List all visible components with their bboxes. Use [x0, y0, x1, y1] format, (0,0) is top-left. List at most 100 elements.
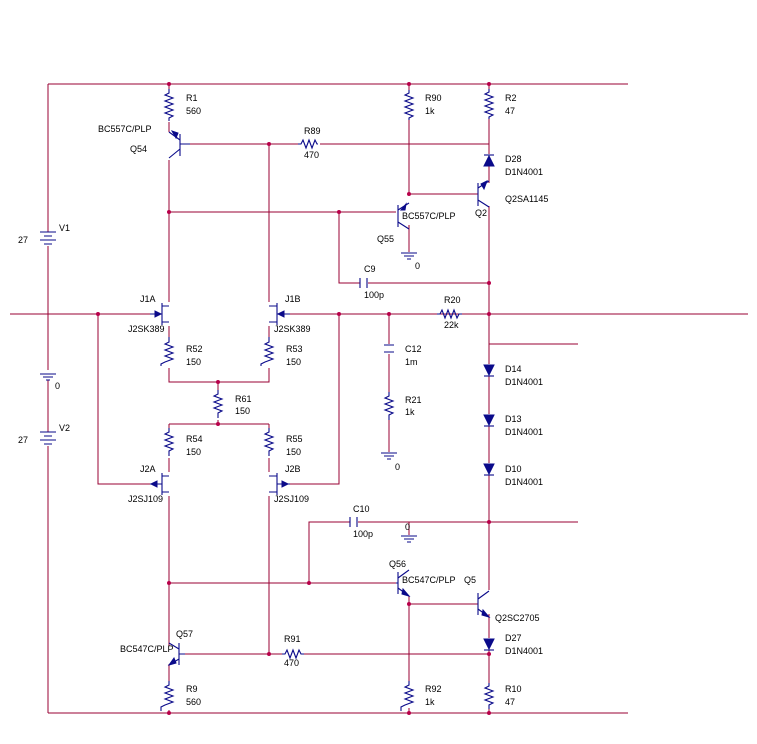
jfet-j2a: J2A J2SJ109 — [128, 464, 169, 504]
svg-text:BC557C/PLP: BC557C/PLP — [98, 124, 152, 134]
svg-text:R21: R21 — [405, 395, 422, 405]
capacitor-c12: C12 1m — [384, 344, 422, 367]
svg-text:R20: R20 — [444, 295, 461, 305]
svg-text:22k: 22k — [444, 320, 459, 330]
svg-text:V1: V1 — [59, 223, 70, 233]
transistor-q5: Q5 Q2SC2705 — [464, 575, 540, 623]
svg-text:560: 560 — [186, 106, 201, 116]
resistor-r91: R91 470 — [282, 634, 304, 668]
capacitor-c9: C9 100p — [359, 264, 384, 300]
resistor-r53: R53 150 — [260, 337, 303, 367]
ground-symbol-c10: 0 — [401, 522, 417, 543]
svg-text:R92: R92 — [425, 684, 442, 694]
svg-text:150: 150 — [286, 447, 301, 457]
svg-text:150: 150 — [286, 357, 301, 367]
svg-text:470: 470 — [284, 658, 299, 668]
svg-text:V2: V2 — [59, 423, 70, 433]
transistor-q54: BC557C/PLP Q54 — [98, 124, 190, 159]
svg-text:C9: C9 — [364, 264, 376, 274]
svg-text:560: 560 — [186, 697, 201, 707]
svg-text:D27: D27 — [505, 633, 522, 643]
svg-text:0: 0 — [395, 462, 400, 472]
diode-d28: D28 D1N4001 — [483, 154, 543, 177]
svg-text:470: 470 — [304, 150, 319, 160]
wires — [10, 83, 748, 714]
svg-text:D28: D28 — [505, 154, 522, 164]
svg-text:R55: R55 — [286, 434, 303, 444]
svg-text:R54: R54 — [186, 434, 203, 444]
svg-text:R52: R52 — [186, 344, 203, 354]
svg-text:27: 27 — [18, 235, 28, 245]
svg-text:J2SK389: J2SK389 — [128, 324, 165, 334]
svg-text:J2SJ109: J2SJ109 — [274, 494, 309, 504]
svg-text:BC557C/PLP: BC557C/PLP — [402, 211, 456, 221]
voltage-source-v1: V1 27 — [18, 223, 70, 245]
transistor-q55: BC557C/PLP Q55 — [377, 202, 456, 244]
svg-text:Q2SA1145: Q2SA1145 — [505, 194, 548, 204]
diode-d13: D13 D1N4001 — [483, 414, 543, 437]
svg-text:C10: C10 — [353, 504, 370, 514]
svg-text:R61: R61 — [235, 394, 252, 404]
svg-text:R90: R90 — [425, 93, 442, 103]
svg-text:D1N4001: D1N4001 — [505, 427, 543, 437]
svg-text:150: 150 — [235, 406, 250, 416]
diode-d10: D10 D1N4001 — [483, 463, 543, 487]
svg-text:J2SJ109: J2SJ109 — [128, 494, 163, 504]
svg-text:0: 0 — [415, 261, 420, 271]
ground-symbol-r21: 0 — [381, 452, 400, 472]
svg-text:R10: R10 — [505, 684, 522, 694]
resistor-r54: R54 150 — [163, 428, 203, 457]
svg-text:0: 0 — [405, 522, 410, 532]
svg-text:R89: R89 — [304, 126, 321, 136]
svg-text:Q5: Q5 — [464, 575, 476, 585]
resistor-r21: R21 1k — [383, 392, 422, 420]
svg-text:47: 47 — [505, 106, 515, 116]
svg-text:R9: R9 — [186, 684, 198, 694]
svg-text:100p: 100p — [353, 529, 373, 539]
svg-text:Q55: Q55 — [377, 234, 394, 244]
resistor-r20: R20 22k — [437, 295, 462, 330]
svg-text:R2: R2 — [505, 93, 517, 103]
svg-text:R1: R1 — [186, 93, 198, 103]
svg-text:47: 47 — [505, 697, 515, 707]
jfet-j1b: J1B J2SK389 — [269, 294, 311, 334]
svg-text:150: 150 — [186, 447, 201, 457]
diode-d27: D27 D1N4001 — [483, 633, 543, 656]
resistor-r52: R52 150 — [160, 337, 203, 367]
svg-text:Q2SC2705: Q2SC2705 — [495, 613, 540, 623]
svg-text:1m: 1m — [405, 357, 418, 367]
resistor-r55: R55 150 — [263, 428, 303, 457]
svg-text:J2B: J2B — [285, 464, 301, 474]
svg-text:D1N4001: D1N4001 — [505, 377, 543, 387]
svg-text:27: 27 — [18, 435, 28, 445]
jfet-j2b: J2B J2SJ109 — [269, 464, 309, 504]
svg-text:J2SK389: J2SK389 — [274, 324, 311, 334]
resistor-r89: R89 470 — [298, 126, 321, 160]
svg-text:C12: C12 — [405, 344, 422, 354]
resistor-r1: R1 560 — [163, 89, 201, 121]
svg-text:D14: D14 — [505, 364, 522, 374]
ground-symbol-q55: 0 — [401, 252, 420, 271]
ground-symbol-mid: 0 — [40, 373, 60, 391]
resistor-r9: R9 560 — [160, 681, 201, 711]
voltage-source-v2: V2 27 — [18, 423, 70, 445]
transistor-q2: Q2 Q2SA1145 — [475, 179, 548, 218]
svg-text:D1N4001: D1N4001 — [505, 477, 543, 487]
svg-text:Q2: Q2 — [475, 208, 487, 218]
svg-text:J2A: J2A — [140, 464, 156, 474]
svg-text:Q54: Q54 — [130, 144, 147, 154]
svg-text:D1N4001: D1N4001 — [505, 167, 543, 177]
transistor-q57: BC547C/PLP Q57 — [120, 629, 193, 666]
svg-text:BC547C/PLP: BC547C/PLP — [402, 575, 456, 585]
svg-text:150: 150 — [186, 357, 201, 367]
transistor-q56: BC547C/PLP Q56 — [389, 559, 456, 597]
svg-text:0: 0 — [55, 381, 60, 391]
svg-text:D13: D13 — [505, 414, 522, 424]
svg-text:J1A: J1A — [140, 294, 156, 304]
svg-text:R91: R91 — [284, 634, 301, 644]
svg-text:J1B: J1B — [285, 294, 301, 304]
svg-text:D1N4001: D1N4001 — [505, 646, 543, 656]
diode-d14: D14 D1N4001 — [483, 364, 543, 387]
resistor-r92: R92 1k — [400, 681, 442, 711]
